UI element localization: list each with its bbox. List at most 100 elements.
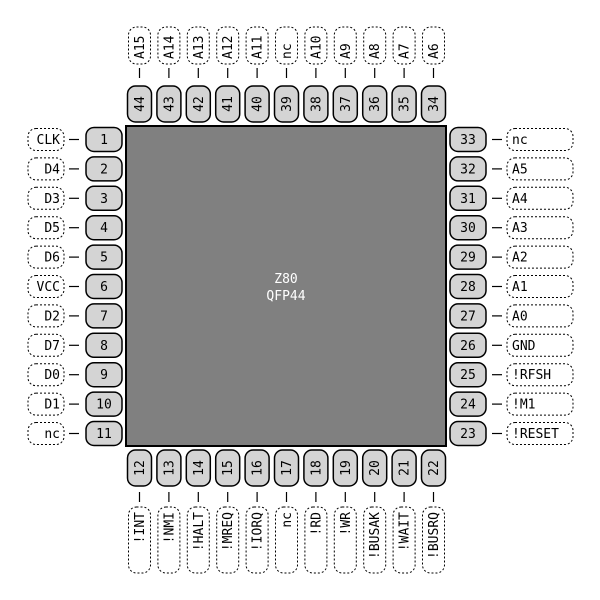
pin-label-box	[27, 128, 65, 151]
pin-number: 29	[460, 251, 476, 266]
pin-label: A6	[427, 43, 442, 59]
pin-number-box	[85, 332, 123, 359]
pin-label: !NMI	[162, 512, 177, 543]
pin-number: 16	[251, 460, 266, 476]
pin-label: nc	[512, 133, 528, 148]
pin-label-box	[506, 333, 574, 357]
pin-number: 18	[309, 460, 324, 476]
pin-label-box	[392, 506, 416, 574]
pin-label-box	[27, 186, 65, 210]
pin-label-box	[186, 506, 210, 574]
pin-label: !WAIT	[398, 512, 413, 551]
pin-number: 26	[460, 339, 476, 354]
pin-label-box	[245, 26, 269, 65]
pin-number-box	[449, 156, 487, 182]
pin-number-box	[244, 85, 270, 123]
pin-label: A10	[309, 36, 324, 59]
pin-number: 35	[398, 96, 413, 112]
pin-number-box	[126, 85, 153, 123]
pin-label-box	[157, 506, 181, 574]
pin-number: 32	[460, 162, 476, 177]
pin-label: nc	[44, 427, 60, 442]
pin-label-box	[275, 26, 298, 65]
pin-13: 13 !NMI	[156, 449, 182, 574]
pin-label: A12	[221, 36, 236, 59]
pin-label: A0	[512, 309, 528, 324]
pin-label: !BUSRQ	[427, 512, 442, 559]
pin-number-box	[361, 449, 388, 487]
pin-number: 21	[398, 460, 413, 476]
pin-number: 7	[100, 309, 108, 324]
pin-label: VCC	[37, 280, 60, 295]
pin-number-box	[85, 244, 123, 270]
pin-number-box	[85, 273, 123, 300]
pin-label-box	[27, 157, 65, 181]
pin-number-box	[361, 85, 388, 123]
pin-number-box	[244, 449, 270, 487]
pin-number-box	[420, 85, 447, 123]
pin-number-box	[126, 449, 153, 487]
pin-25: 25!RFSH	[449, 361, 574, 388]
pin-label: !M1	[512, 398, 535, 413]
pin-number: 10	[96, 398, 112, 413]
pin-number-box	[156, 85, 182, 123]
pin-label-box	[363, 26, 387, 65]
pin-label-box	[506, 363, 574, 387]
pin-number: 12	[133, 460, 148, 476]
pin-number: 44	[133, 96, 148, 112]
pin-number-box	[185, 85, 212, 123]
pin-label-box	[304, 26, 328, 65]
pin-number-box	[449, 244, 487, 270]
pin-number: 5	[100, 251, 108, 266]
pin-number-box	[449, 332, 487, 359]
pin-number: 22	[427, 460, 442, 476]
pin-label: !WR	[339, 512, 354, 536]
pin-label: A13	[192, 36, 207, 59]
pin-label: D4	[44, 162, 60, 177]
pin-number-box	[449, 273, 487, 300]
pin-number: 8	[100, 339, 108, 354]
pin-number-box	[85, 420, 123, 447]
pin-label-box	[128, 506, 151, 574]
pin-label-box	[506, 392, 574, 416]
pin-number: 13	[162, 460, 177, 476]
pin-number: 11	[96, 427, 112, 442]
pin-label-box	[363, 506, 387, 574]
pin-label: !BUSAK	[368, 512, 383, 559]
pin-number: 9	[100, 368, 108, 383]
pin-label-box	[27, 333, 65, 357]
pin-number-box	[85, 303, 123, 329]
pin-number-box	[449, 303, 487, 329]
pin-label: A14	[162, 35, 177, 59]
pin-label: A5	[512, 162, 528, 177]
pin-11: nc 11	[27, 420, 123, 447]
pin-number: 3	[100, 192, 108, 207]
pin-number: 37	[339, 96, 354, 112]
pin-number-box	[214, 85, 241, 123]
pin-label: !INT	[133, 512, 148, 543]
pin-label: A8	[368, 43, 383, 59]
pin-number-box	[185, 449, 212, 487]
pin-label-box	[216, 26, 240, 65]
pin-number: 4	[100, 221, 108, 236]
pin-label: A7	[398, 43, 413, 59]
pin-19: 19!WR	[332, 449, 359, 574]
pin-number-box	[303, 85, 329, 123]
pin-label: A3	[512, 221, 528, 236]
pin-32: 32 A5	[449, 156, 574, 182]
pin-label-box	[27, 216, 65, 240]
pin-14: 14!HALT	[185, 449, 212, 574]
